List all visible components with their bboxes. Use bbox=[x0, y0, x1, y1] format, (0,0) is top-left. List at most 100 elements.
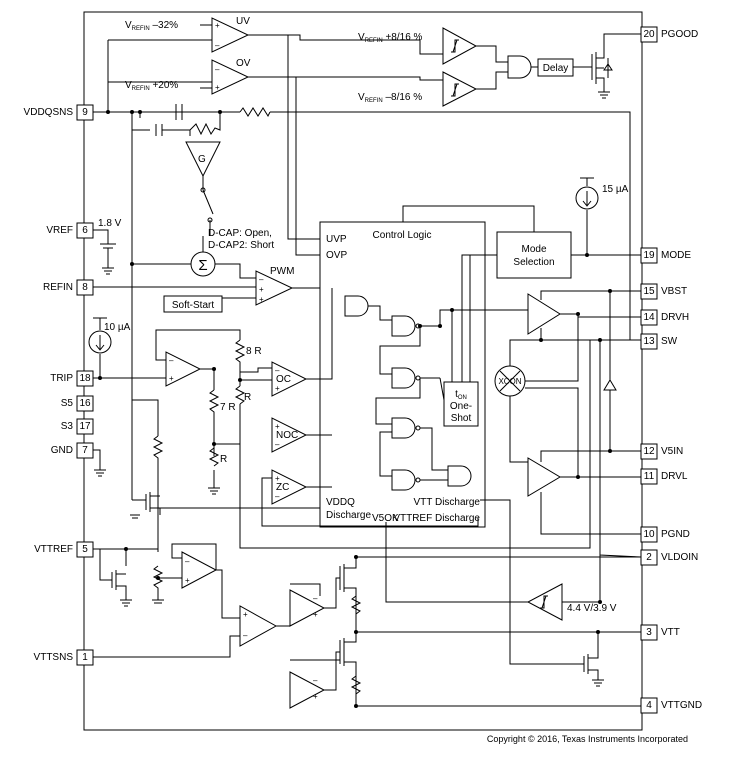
zc-comparator: + – ZC bbox=[271, 469, 308, 505]
svg-text:6: 6 bbox=[82, 225, 88, 236]
svg-text:VLDOIN: VLDOIN bbox=[661, 552, 698, 563]
uv-comparator: + – UV bbox=[211, 16, 250, 53]
svg-text:tON: tON bbox=[455, 389, 467, 401]
svg-text:+: + bbox=[275, 422, 280, 431]
ldo-lower-driver: – + bbox=[289, 671, 326, 709]
svg-text:+: + bbox=[259, 295, 264, 304]
svg-text:4: 4 bbox=[646, 700, 652, 711]
svg-text:11: 11 bbox=[644, 471, 655, 482]
pin-vttsns: 1 VTTSNS bbox=[34, 649, 94, 666]
svg-text:2: 2 bbox=[646, 552, 652, 563]
svg-text:REFIN: REFIN bbox=[43, 282, 73, 293]
svg-text:S5: S5 bbox=[61, 398, 74, 409]
vttref-buffer: – + bbox=[181, 551, 218, 589]
svg-text:Σ: Σ bbox=[198, 257, 207, 274]
pin-mode: 19 MODE bbox=[640, 247, 691, 264]
svg-text:VTTSNS: VTTSNS bbox=[34, 652, 74, 663]
ov-threshold-label: VREFIN +20% bbox=[125, 80, 178, 92]
vttref-mosfet bbox=[111, 570, 132, 607]
svg-text:UV: UV bbox=[236, 16, 250, 27]
ldo-sense-resistor-1 bbox=[350, 595, 362, 615]
svg-text:16: 16 bbox=[79, 398, 91, 409]
svg-text:GND: GND bbox=[51, 445, 73, 456]
svg-text:+: + bbox=[313, 692, 318, 701]
pin-s5: 16 S5 bbox=[61, 395, 94, 412]
trip-current-label: 10 µA bbox=[104, 322, 131, 333]
svg-text:R: R bbox=[220, 454, 227, 465]
nand-gate-3 bbox=[391, 417, 416, 439]
svg-text:OV: OV bbox=[236, 58, 251, 69]
sense-resistor bbox=[239, 107, 271, 118]
svg-text:+: + bbox=[215, 21, 220, 30]
svg-text:VTT: VTT bbox=[661, 627, 680, 638]
svg-text:–: – bbox=[215, 41, 220, 50]
sense-capacitor bbox=[139, 104, 200, 120]
resistor-7r bbox=[208, 389, 220, 420]
svg-text:VBST: VBST bbox=[661, 286, 687, 297]
nand-gate-1 bbox=[391, 315, 416, 337]
svg-text:+: + bbox=[185, 576, 190, 585]
oc-comparator: – + OC bbox=[271, 361, 308, 397]
pin-pgnd: 10 PGND bbox=[640, 526, 690, 543]
svg-text:20: 20 bbox=[643, 29, 655, 40]
svg-text:PGOOD: PGOOD bbox=[661, 29, 698, 40]
svg-text:TRIP: TRIP bbox=[50, 373, 73, 384]
pin-vbst: 15 VBST bbox=[640, 283, 687, 300]
nand-gate-2 bbox=[391, 367, 416, 389]
svg-text:DRVH: DRVH bbox=[661, 312, 689, 323]
svg-text:+: + bbox=[243, 610, 248, 619]
pin-pgood: 20 PGOOD bbox=[640, 26, 698, 43]
vref-source bbox=[93, 229, 116, 275]
pin-vtt: 3 VTT bbox=[640, 624, 680, 641]
svg-text:G: G bbox=[198, 154, 206, 165]
uv-threshold-label: VREFIN –32% bbox=[125, 20, 178, 32]
svg-text:MODE: MODE bbox=[661, 250, 691, 261]
low-side-driver bbox=[527, 457, 561, 497]
pg-high-threshold-label: VREFIN +8/16 % bbox=[358, 32, 423, 44]
svg-text:5: 5 bbox=[82, 544, 88, 555]
dcap-label: D-CAP: Open, bbox=[208, 228, 272, 239]
vddq-discharge-label-1: VDDQ bbox=[326, 497, 355, 508]
svg-text:Mode: Mode bbox=[521, 244, 546, 255]
nand-gate-4 bbox=[391, 469, 416, 491]
svg-text:19: 19 bbox=[643, 250, 655, 261]
svg-text:R: R bbox=[244, 392, 251, 403]
svg-text:NOC: NOC bbox=[276, 430, 298, 441]
vddq-discharge-label-2: Discharge bbox=[326, 510, 371, 521]
svg-text:VTTGND: VTTGND bbox=[661, 700, 702, 711]
pgood-diode bbox=[603, 58, 613, 78]
pin-drvl: 11 DRVL bbox=[640, 468, 688, 485]
svg-text:Selection: Selection bbox=[513, 257, 554, 268]
copyright-text: Copyright © 2016, Texas Instruments Inco… bbox=[487, 734, 688, 744]
pin-vldoin: 2 VLDOIN bbox=[640, 549, 698, 566]
v5ok-label: V5OK bbox=[372, 513, 399, 524]
svg-text:VTTREF: VTTREF bbox=[34, 544, 73, 555]
g-amplifier: G bbox=[185, 141, 221, 178]
sigma-summer: Σ bbox=[190, 251, 216, 277]
svg-text:–: – bbox=[275, 440, 280, 449]
noc-comparator: + – NOC bbox=[271, 417, 308, 453]
svg-text:15: 15 bbox=[643, 286, 655, 297]
dcap-switch bbox=[202, 176, 214, 236]
svg-text:Delay: Delay bbox=[543, 63, 569, 74]
ldo-high-mosfet bbox=[324, 556, 641, 633]
svg-text:ZC: ZC bbox=[276, 482, 289, 493]
svg-text:S3: S3 bbox=[61, 421, 74, 432]
svg-text:–: – bbox=[243, 631, 248, 640]
ovp-label: OVP bbox=[326, 250, 347, 261]
svg-text:+: + bbox=[169, 374, 174, 383]
uvlo-threshold-label: 4.4 V/3.9 V bbox=[567, 603, 617, 614]
svg-text:VDDQSNS: VDDQSNS bbox=[24, 107, 74, 118]
soft-start-block: Soft-Start bbox=[163, 295, 223, 313]
svg-text:–: – bbox=[169, 356, 174, 365]
pin-gnd: 7 GND bbox=[51, 442, 94, 459]
pin-refin: 8 REFIN bbox=[43, 279, 94, 296]
control-logic-title: Control Logic bbox=[373, 230, 432, 241]
trip-current-source-wire bbox=[93, 317, 107, 378]
trip-buffer: – + bbox=[165, 351, 202, 387]
vttref-divider-resistor-1 bbox=[152, 435, 164, 552]
pwm-comparator: – + + PWM bbox=[255, 266, 294, 306]
vttref-discharge-label: VTTREF Discharge bbox=[393, 513, 480, 524]
svg-text:VREF: VREF bbox=[46, 225, 73, 236]
svg-text:18: 18 bbox=[79, 373, 91, 384]
